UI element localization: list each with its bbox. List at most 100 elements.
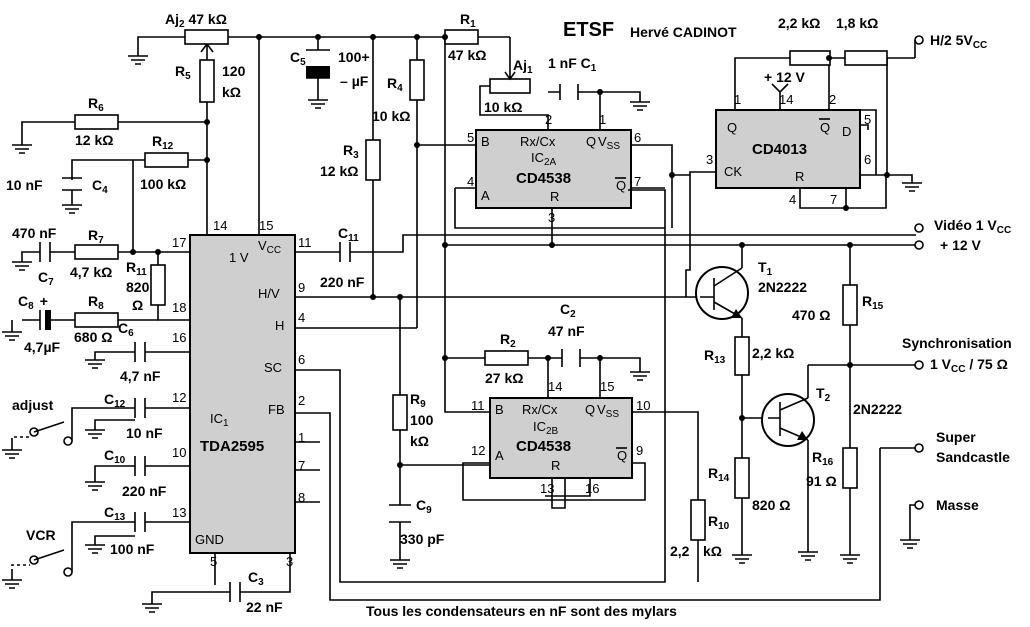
c2-value: 47 nF [548,323,585,339]
r14-value: 820 Ω [752,497,790,513]
ic1-name: TDA2595 [200,438,264,455]
ic2a-pin-5: 5 [467,130,474,145]
cd4013-pin-5: 5 [864,112,871,127]
transistor-t1 [695,266,749,320]
ic2a-pin-label-r: R [550,189,559,204]
r16-body [842,447,858,489]
ic2a-pin-label-a: A [481,188,490,203]
r12-value: 100 kΩ [140,176,186,192]
r13-body [734,336,750,376]
c10-ref: C10 [104,447,126,466]
ic1-pin-18: 18 [172,300,186,315]
c7-value: 470 nF [12,225,57,241]
ic2b-pin-label-b: B [495,402,504,417]
aj1-value: 10 kΩ [484,99,522,115]
c6-ref: C6 [118,320,134,339]
r4-ref: R4 [387,75,403,94]
c3-body [229,582,241,602]
r1-ref: R1 [460,11,476,30]
c13-ref: C13 [104,504,126,523]
r15-ref: R15 [862,293,884,312]
footer-note: Tous les condensateurs en nF sont des my… [366,603,677,619]
ic2a-pin-label-qbar: Q [616,178,626,193]
r-top-b-body [844,50,888,66]
output-h2-label: H/2 5VCC [930,32,987,51]
ic2a-pin-4: 4 [467,174,474,189]
ic2b-pin-13: 13 [540,481,554,496]
c11-ref: C11 [338,225,359,244]
c13-value: 100 nF [110,541,155,557]
ic1-pin-13: 13 [172,505,186,520]
c3-value: 22 nF [246,599,283,615]
output-sync-label-2: 1 VCC / 75 Ω [930,356,1008,375]
cd4013-pin-7: 7 [830,192,837,207]
cd4013-pin-label-ck: CK [724,164,742,179]
r7-value: 4,7 kΩ [70,264,112,280]
c2-body [561,349,581,367]
cd4013-pin-14: 14 [779,92,793,107]
r10-ref: R10 [708,513,730,532]
c5-value-2: – µF [340,73,369,89]
t2-ref: T2 [816,385,831,404]
r2-body [484,350,529,366]
ic1-pin-9: 9 [298,280,305,295]
c11-value: 220 nF [320,274,365,290]
r8-value: 680 Ω [74,329,112,345]
c8-ref: C8+ [18,293,48,312]
c10-value: 220 nF [122,483,167,499]
output-video-label: Vidéo 1 VCC [934,217,1011,236]
ic2b-pin-label-a: A [495,448,504,463]
author-name: Hervé CADINOT [630,24,737,40]
ic2a-name: CD4538 [516,170,571,187]
r16-ref: R16 [812,449,834,468]
ic2a-cd4538: B Rx/Cx Q VSS IC2A CD4538 A R Q 5 2 1 6 … [467,112,641,225]
t2-value: 2N2222 [853,401,902,417]
cd4013-pin-6: 6 [864,152,871,167]
c10-body [134,456,146,476]
output-sandcastle-label-1: Super [936,429,976,445]
c12-ref: C12 [104,391,126,410]
r9-ref: R9 [410,391,426,410]
switches [11,421,73,577]
r13-value: 2,2 kΩ [752,345,794,361]
ic1-pin-7: 7 [298,458,305,473]
r-top-a-body [789,50,831,66]
cd4013-pin-label-q: Q [727,120,737,135]
ic1-pin-14: 14 [213,218,227,233]
c9-value: 330 pF [400,531,445,547]
ic2b-pin-11: 11 [471,398,485,413]
ic1-pin-6: 6 [298,352,305,367]
cd4013-pin-label-d: D [842,124,851,139]
r6-ref: R6 [88,95,104,114]
ic1-pin-1: 1 [298,430,305,445]
ic1-ref: IC1 [210,411,229,429]
r7-ref: R7 [88,227,104,246]
ic2b-pin-label-r: R [551,458,560,473]
output-sync-label-1: Synchronisation [902,335,1012,351]
ic1-pin-5: 5 [210,554,217,569]
ic1-pin-16: 16 [172,330,186,345]
c11-body [339,242,351,262]
ic2b-pin-14: 14 [548,379,562,394]
resistors [74,29,888,541]
ic2b-ref: IC2B [533,419,559,437]
c4-body [62,177,82,191]
cd4013-name: CD4013 [752,141,807,158]
ic1-pin-10: 10 [172,445,186,460]
r2-ref: R2 [500,331,516,350]
ic2a-pin-label-b: B [481,134,490,149]
schematic-title: ETSF [563,19,614,41]
r5-ref: R5 [175,63,191,82]
c6-body [134,342,146,362]
ic2a-pin-6: 6 [634,130,641,145]
output-sandcastle-label-2: Sandcastle [936,449,1010,465]
output-masse-label: Masse [936,497,979,513]
r-top-a-value: 2,2 kΩ [778,15,820,31]
r11-value-2: Ω [132,297,143,313]
ic2b-pin-15: 15 [600,379,614,394]
r4-body [409,59,425,101]
c12-body [134,398,146,418]
r8-body [74,312,119,328]
r9-value-2: kΩ [410,433,429,449]
